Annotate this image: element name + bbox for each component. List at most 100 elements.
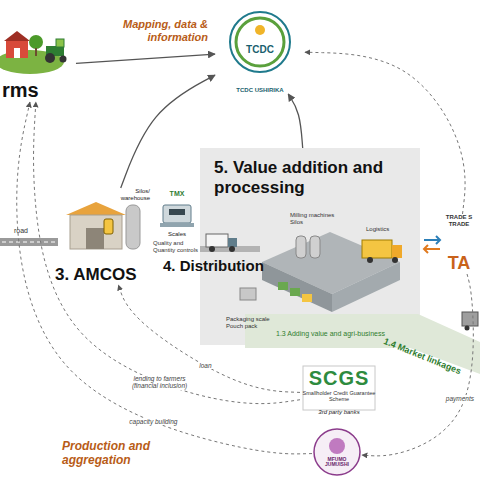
- trade-arrows: [424, 245, 440, 253]
- market-truck: [462, 312, 478, 326]
- node-text: rms: [2, 79, 39, 102]
- edge-label: payments: [444, 395, 476, 402]
- factory-icon: [240, 288, 256, 300]
- stage-label: 4. Distribution: [163, 257, 273, 274]
- connector: [288, 94, 302, 148]
- processing-panel: 5. Value addition and processing: [200, 148, 420, 345]
- farm-icon: [4, 31, 30, 41]
- warehouse-icon: [66, 202, 140, 249]
- truck-icon: [228, 238, 237, 247]
- farms-node: rms: [0, 30, 76, 102]
- logistics-truck: [392, 245, 402, 258]
- warehouse-icon: [104, 219, 113, 234]
- mfumo-logo: [314, 429, 360, 475]
- tcdc-logo: [236, 18, 284, 66]
- logistics-truck: [362, 240, 402, 263]
- mfumo-logo: [329, 438, 345, 454]
- edge-label: capacity building: [127, 418, 179, 425]
- amcos-node: Silos/ warehouse 3. AMCOS: [55, 188, 150, 285]
- factory-icon: [240, 232, 400, 312]
- section-label: Production and aggregation: [62, 440, 158, 468]
- scale-icon: [160, 205, 194, 227]
- edge-label: lending to farmers (financial inclusion): [122, 375, 198, 390]
- connector: [305, 52, 465, 214]
- warehouse-icon: [70, 215, 122, 249]
- connector: [362, 274, 473, 456]
- node-text: Scales: [168, 231, 186, 238]
- farm-icon: [0, 31, 67, 74]
- connector: [76, 54, 215, 63]
- tcdc-logo: [230, 12, 290, 72]
- road: [2, 242, 56, 243]
- scales-node: TMX Scales: [155, 190, 199, 238]
- mfumo-node: MFUMO JUMUISHI: [312, 430, 362, 476]
- truck-icon: [209, 246, 215, 252]
- logistics-truck: [367, 257, 373, 263]
- edge-label: loan: [197, 362, 213, 369]
- scgs-logo: [303, 366, 375, 410]
- node-text: TMX: [170, 190, 185, 198]
- part-label: Logistics: [366, 226, 406, 233]
- farm-icon: [56, 39, 64, 47]
- part-label: Milling machines Silos: [290, 212, 336, 226]
- scale-icon: [160, 223, 194, 227]
- connector: [121, 75, 215, 188]
- market-truck: [465, 326, 470, 331]
- connector: [118, 285, 300, 392]
- factory-icon: [290, 288, 300, 296]
- node-text: TA: [448, 253, 471, 274]
- truck-icon: [229, 246, 235, 252]
- node-text: Smallholder Credit Guarantee Scheme: [300, 390, 378, 403]
- farm-icon: [35, 48, 37, 56]
- scgs-logo: [303, 366, 375, 410]
- node-text: 3. AMCOS: [55, 265, 137, 285]
- trade-arrows: [424, 236, 440, 244]
- factory-icon: [262, 262, 332, 312]
- factory-icon: [310, 236, 320, 258]
- node-text: TCDC USHIRIKA: [236, 87, 283, 94]
- farm-icon: [45, 53, 55, 63]
- truck-icon: [206, 234, 228, 247]
- farm-icon: [14, 48, 20, 58]
- flow-label: 1.4 Market linkages: [382, 336, 469, 379]
- node-text: 3rd party banks: [318, 409, 359, 416]
- section-label: Mapping, data & information: [118, 18, 208, 43]
- logistics-truck: [362, 240, 392, 258]
- warehouse-icon: [86, 228, 104, 249]
- tcdc-logo: [255, 25, 265, 35]
- scgs-node: SCGSSmallholder Credit Guarantee Scheme 3…: [300, 364, 378, 424]
- connector: [34, 102, 300, 404]
- farm-icon: [60, 56, 67, 63]
- tcdc-logo: [230, 12, 290, 72]
- node-text: TRADE S TRADE: [440, 214, 478, 228]
- road: [0, 238, 58, 246]
- connectors: [17, 52, 474, 456]
- part-label: Packaging scale Pouch pack: [226, 316, 272, 330]
- flow-label: 1.3 Adding value and agri-business: [276, 330, 416, 338]
- connector: [17, 102, 312, 454]
- market-truck: [462, 312, 478, 331]
- mfumo-logo: [314, 429, 360, 475]
- warehouse-icon: [66, 202, 126, 215]
- logistics-truck: [392, 257, 398, 263]
- trade-node: TRADE S TRADE TA: [440, 214, 478, 274]
- scale-icon: [163, 205, 191, 223]
- scale-icon: [169, 209, 185, 215]
- warehouse-icon: [126, 205, 140, 249]
- road-label: road: [14, 227, 44, 235]
- node-text: MFUMO JUMUISHI: [320, 457, 354, 469]
- note-label: Quality and Quantity controls: [153, 240, 199, 254]
- factory-icon: [302, 294, 312, 302]
- farm-icon: [29, 35, 43, 49]
- truck-icon: [206, 234, 237, 252]
- tcdc-node: TCDCTCDC USHIRIKA: [215, 8, 305, 94]
- farm-icon: [6, 40, 28, 58]
- factory-icon: [296, 236, 306, 258]
- factory-icon: [332, 262, 400, 312]
- node-text: SCGS: [309, 367, 370, 390]
- node-text: Silos/ warehouse: [114, 188, 150, 202]
- trade-arrows: [424, 236, 440, 253]
